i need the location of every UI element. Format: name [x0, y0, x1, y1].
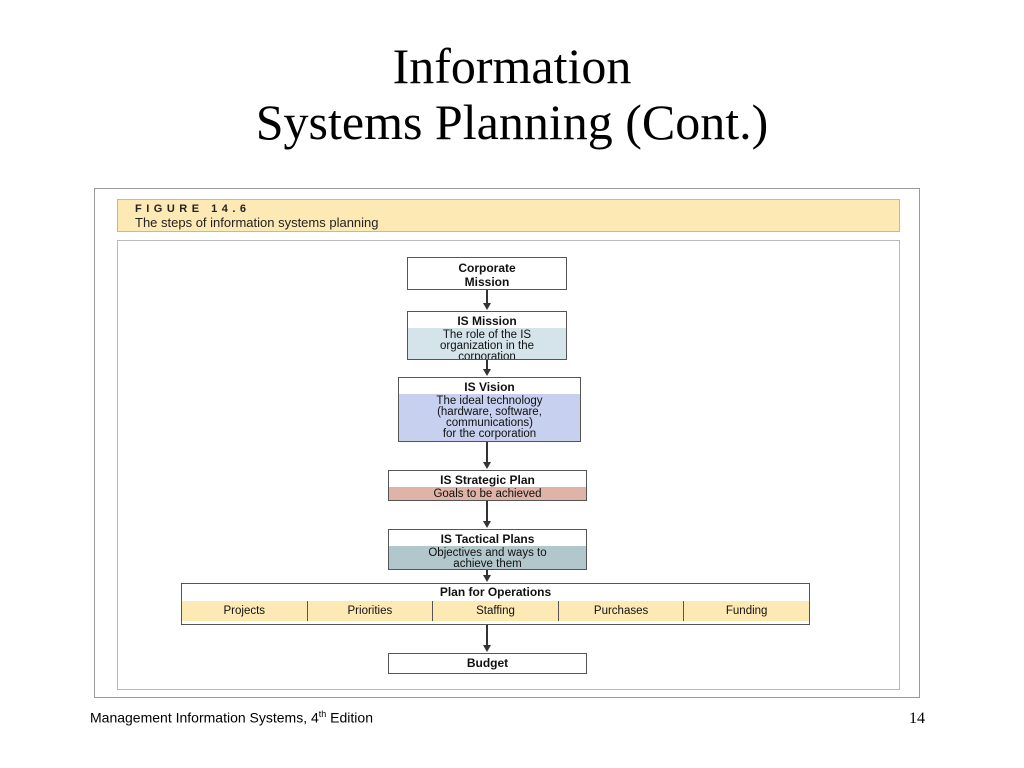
plan-for-operations-box: Plan for Operations Projects Priorities …: [181, 583, 810, 625]
arrow-line: [486, 570, 488, 575]
is-vision-heading: IS Vision: [399, 378, 580, 394]
is-strategic-plan-box: IS Strategic Plan Goals to be achieved: [388, 470, 587, 501]
corporate-mission-label: Corporate Mission: [408, 258, 566, 289]
footer-edition-ordinal: th: [318, 709, 327, 719]
is-mission-heading: IS Mission: [408, 312, 566, 328]
operations-item-funding: Funding: [684, 601, 809, 621]
operations-item-purchases: Purchases: [558, 601, 685, 621]
footer-course: Management Information Systems, 4: [90, 709, 319, 726]
is-vision-description: The ideal technology (hardware, software…: [399, 394, 580, 441]
arrow-line: [486, 501, 488, 522]
is-mission-description: The role of the IS organization in the c…: [408, 328, 566, 359]
is-strategic-plan-description: Goals to be achieved: [389, 487, 586, 500]
arrow-head: [483, 645, 491, 652]
arrow-line: [486, 290, 488, 303]
figure-caption: The steps of information systems plannin…: [135, 215, 379, 230]
arrow-line: [486, 360, 488, 370]
operations-items: Projects Priorities Staffing Purchases F…: [182, 601, 809, 621]
is-vision-box: IS Vision The ideal technology (hardware…: [398, 377, 581, 442]
plan-for-operations-heading: Plan for Operations: [182, 584, 809, 602]
arrow-head: [483, 575, 491, 582]
arrow-head: [483, 462, 491, 469]
slide-title-line-2: Systems Planning (Cont.): [255, 94, 769, 150]
diagram-panel: Corporate Mission IS Mission The role of…: [117, 240, 900, 690]
figure-caption-bar: FIGURE 14.6 The steps of information sys…: [117, 199, 900, 232]
arrow-line: [486, 625, 488, 646]
arrow-head: [483, 303, 491, 310]
slide-title: Information Systems Planning (Cont.): [0, 38, 1024, 150]
arrow-head: [483, 369, 491, 376]
operations-item-projects: Projects: [182, 601, 308, 621]
is-tactical-plans-description: Objectives and ways to achieve them: [389, 546, 586, 569]
is-tactical-plans-heading: IS Tactical Plans: [389, 530, 586, 546]
arrow-line: [486, 442, 488, 463]
is-strategic-plan-heading: IS Strategic Plan: [389, 471, 586, 487]
page-number: 14: [909, 710, 925, 727]
operations-item-priorities: Priorities: [307, 601, 434, 621]
corporate-mission-box: Corporate Mission: [407, 257, 567, 290]
is-mission-box: IS Mission The role of the IS organizati…: [407, 311, 567, 360]
is-tactical-plans-box: IS Tactical Plans Objectives and ways to…: [388, 529, 587, 570]
operations-item-staffing: Staffing: [433, 601, 559, 621]
figure-number: FIGURE 14.6: [135, 203, 251, 215]
footer-edition: Edition: [326, 709, 373, 726]
budget-label: Budget: [466, 656, 509, 670]
slide-title-line-1: Information: [392, 38, 632, 94]
arrow-head: [483, 521, 491, 528]
footer-course-title: Management Information Systems, 4th Edit…: [90, 709, 373, 726]
budget-box: Budget: [388, 653, 587, 674]
